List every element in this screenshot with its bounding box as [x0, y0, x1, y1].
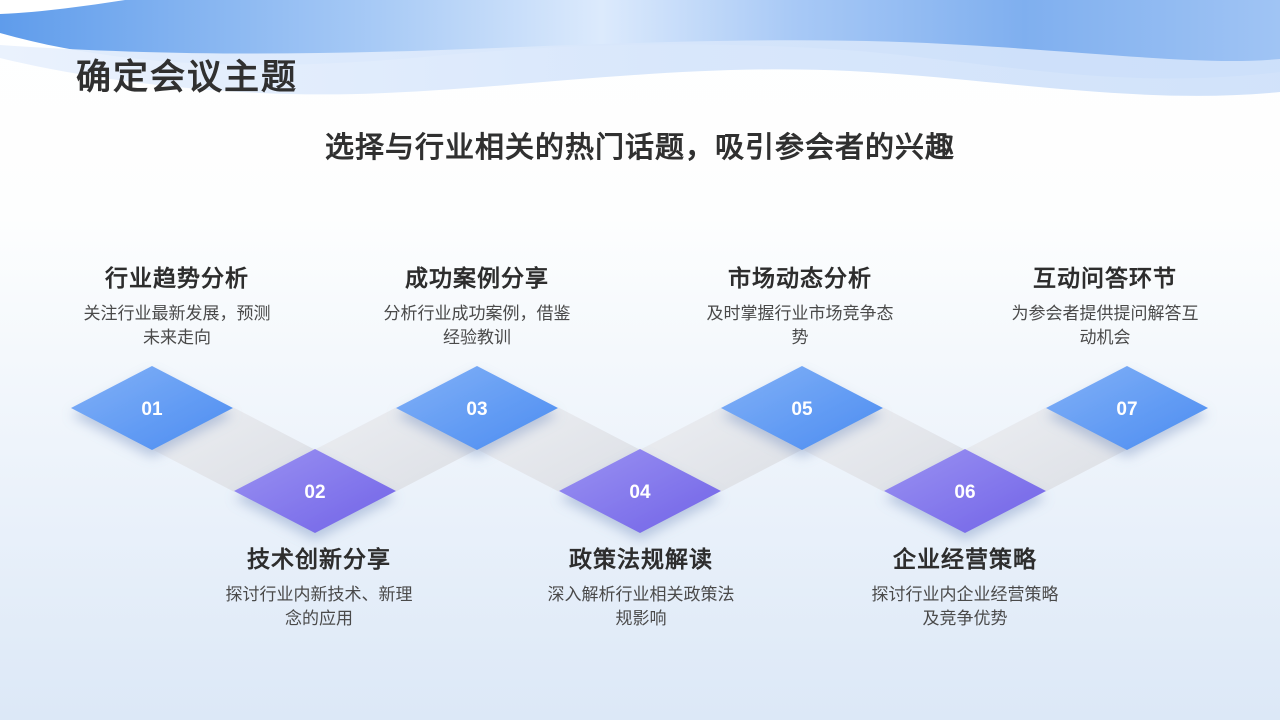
diamond-number: 03 [466, 399, 487, 420]
topic-block-01: 行业趋势分析 关注行业最新发展，预测未来走向 [67, 265, 287, 350]
topic-block-05: 市场动态分析 及时掌握行业市场竞争态势 [690, 265, 910, 350]
diamond-number: 07 [1116, 399, 1137, 420]
topic-title: 市场动态分析 [728, 265, 872, 291]
slide-subtitle: 选择与行业相关的热门话题，吸引参会者的兴趣 [324, 132, 955, 164]
page-title: 确定会议主题 [76, 58, 299, 97]
topic-title: 技术创新分享 [247, 546, 391, 572]
topic-desc: 分析行业成功案例，借鉴经验教训 [383, 303, 571, 347]
numbered-diamonds: 01 02 03 04 05 06 07 [71, 366, 1208, 533]
diamond-07 [1046, 366, 1208, 450]
topic-block-02: 技术创新分享 探讨行业内新技术、新理念的应用 [209, 546, 429, 631]
topic-title: 成功案例分享 [405, 265, 549, 291]
diamond-06 [884, 449, 1046, 533]
diamond-03 [396, 366, 558, 450]
diamond-number: 04 [629, 482, 651, 503]
topic-desc: 探讨行业内新技术、新理念的应用 [225, 584, 413, 628]
topic-title: 政策法规解读 [569, 546, 713, 572]
topic-desc: 关注行业最新发展，预测未来走向 [83, 303, 271, 347]
topic-desc: 深入解析行业相关政策法规影响 [547, 584, 735, 628]
topic-block-04: 政策法规解读 深入解析行业相关政策法规影响 [531, 546, 751, 631]
diamond-number: 05 [791, 399, 813, 420]
topic-desc: 为参会者提供提问解答互动机会 [1011, 303, 1199, 347]
diamond-number: 01 [141, 399, 163, 420]
diamond-04 [559, 449, 721, 533]
topic-block-07: 互动问答环节 为参会者提供提问解答互动机会 [995, 265, 1215, 350]
header-wave-graphic [0, 0, 1280, 96]
diamond-number: 02 [304, 482, 325, 503]
topic-desc: 及时掌握行业市场竞争态势 [706, 303, 894, 347]
diamond-05 [721, 366, 883, 450]
diamond-01 [71, 366, 233, 450]
topic-title: 企业经营策略 [893, 546, 1037, 572]
diamond-number: 06 [954, 482, 975, 503]
topic-block-03: 成功案例分享 分析行业成功案例，借鉴经验教训 [367, 265, 587, 350]
topic-desc: 探讨行业内企业经营策略及竞争优势 [871, 584, 1059, 628]
topic-block-06: 企业经营策略 探讨行业内企业经营策略及竞争优势 [855, 546, 1075, 631]
wave-pale-band [0, 40, 1280, 96]
topic-title: 互动问答环节 [1033, 265, 1177, 291]
zigzag-diamond-diagram: 01 02 03 04 05 06 07 [71, 366, 1208, 533]
topic-title: 行业趋势分析 [105, 265, 249, 291]
diamond-02 [234, 449, 396, 533]
